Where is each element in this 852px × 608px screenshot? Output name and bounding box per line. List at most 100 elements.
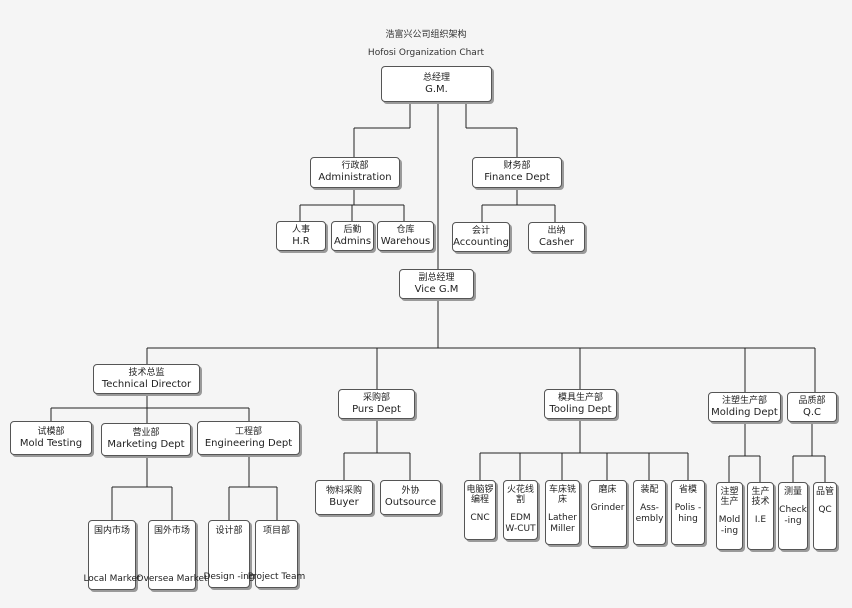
node-finance-chinese-label: 财务部: [503, 161, 531, 171]
node-marketing-chinese-label: 营业部: [132, 428, 160, 438]
node-buyer-english-label: Buyer: [329, 497, 359, 508]
node-oversea-chinese-label: 国外市场: [153, 526, 190, 536]
node-buyer-chinese-label: 物料采购: [325, 486, 362, 496]
node-qc: 品管 QC: [813, 482, 837, 550]
node-edm: 火花线割 EDM W-CUT: [503, 480, 538, 540]
node-project-english-label: Project Team: [247, 572, 306, 582]
node-moldinjob-english-label: Mold -ing: [718, 515, 741, 536]
node-purs-chinese-label: 采购部: [362, 392, 390, 403]
node-hr-chinese-label: 人事: [291, 224, 310, 235]
node-ie: 生产技术 I.E: [747, 482, 774, 550]
node-admin-chinese-label: 行政部: [341, 161, 369, 171]
node-casher-english-label: Casher: [539, 236, 574, 248]
node-checking-english-label: Check -ing: [779, 505, 807, 526]
node-hr-english-label: H.R: [292, 235, 310, 247]
node-local: 国内市场 Local Market: [83, 520, 141, 590]
node-accounting-english-label: Accounting: [453, 236, 509, 248]
node-moldinjob-chinese-label: 注塑生产: [720, 487, 739, 507]
node-assembly-english-label: Ass- embly: [635, 503, 664, 524]
node-qc-dept-english-label: Q.C: [802, 406, 822, 418]
node-cnc: 电脑锣编程 CNC: [464, 480, 496, 540]
node-qc-dept-chinese-label: 品质部: [798, 395, 826, 406]
node-gm-chinese-label: 总经理: [422, 72, 450, 83]
node-moldtest-english-label: Mold Testing: [19, 437, 83, 449]
node-grinder: 磨床 Grinder: [588, 480, 627, 547]
node-lather-english-label: Lather Miller: [548, 513, 577, 534]
node-checking: 测量 Check -ing: [778, 482, 808, 550]
node-tech-chinese-label: 技术总监: [128, 367, 165, 378]
node-edm-chinese-label: 火花线割: [506, 485, 534, 505]
node-lather: 车床铣床 Lather Miller: [545, 480, 580, 545]
node-moldtest-chinese-label: 试模部: [37, 426, 65, 437]
node-ie-chinese-label: 生产技术: [751, 487, 770, 507]
node-purs-english-label: Purs Dept: [352, 403, 401, 415]
node-grinder-chinese-label: 磨床: [598, 485, 617, 495]
node-outsource-english-label: Outsource: [384, 497, 437, 508]
node-molding-chinese-label: 注塑生产部: [721, 395, 767, 406]
node-design-english-label: Design -ing: [203, 572, 255, 582]
node-polishing: 省模 Polis -hing: [671, 480, 705, 545]
node-cnc-english-label: CNC: [470, 513, 490, 523]
node-vgm-english-label: Vice G.M: [414, 283, 459, 295]
node-qc-chinese-label: 品管: [815, 487, 834, 497]
node-outsource-chinese-label: 外协: [401, 486, 420, 496]
node-qc-english-label: QC: [818, 505, 832, 515]
node-marketing-english-label: Marketing Dept: [107, 439, 185, 450]
node-polishing-chinese-label: 省模: [678, 485, 697, 495]
node-local-chinese-label: 国内市场: [93, 526, 130, 536]
node-warehouse-english-label: Warehous: [380, 235, 431, 247]
node-design-chinese-label: 设计部: [215, 526, 243, 536]
node-assembly-chinese-label: 装配: [640, 485, 659, 495]
node-assembly: 装配 Ass- embly: [633, 480, 666, 545]
node-gm-english-label: G.M.: [425, 83, 448, 95]
node-polishing-english-label: Polis -hing: [674, 503, 702, 524]
node-checking-chinese-label: 测量: [783, 487, 802, 497]
node-tech-english-label: Technical Director: [101, 378, 192, 390]
node-admins-english-label: Admins: [333, 235, 372, 247]
node-edm-english-label: EDM W-CUT: [505, 513, 536, 534]
node-tooling-chinese-label: 模具生产部: [557, 392, 603, 403]
node-vgm-chinese-label: 副总经理: [418, 272, 455, 283]
node-project: 项目部 Project Team: [248, 520, 305, 588]
node-accounting-chinese-label: 会计: [471, 225, 490, 236]
node-finance-english-label: Finance Dept: [484, 172, 550, 183]
node-local-english-label: Local Market: [83, 574, 141, 584]
node-engineering-english-label: Engineering Dept: [204, 437, 293, 449]
node-admin-english-label: Administration: [318, 172, 392, 183]
node-cnc-chinese-label: 电脑锣编程: [466, 485, 494, 505]
node-oversea: 国外市场 Oversea Market: [136, 520, 208, 590]
node-casher-chinese-label: 出纳: [547, 225, 566, 236]
node-molding-english-label: Molding Dept: [711, 406, 778, 418]
node-oversea-english-label: Oversea Market: [136, 574, 208, 584]
node-ie-english-label: I.E: [754, 515, 767, 525]
node-project-chinese-label: 项目部: [262, 526, 290, 536]
node-admins-chinese-label: 后勤: [343, 224, 362, 235]
node-engineering-chinese-label: 工程部: [234, 426, 262, 437]
node-tooling-english-label: Tooling Dept: [549, 403, 612, 415]
node-grinder-english-label: Grinder: [590, 503, 625, 513]
node-design: 设计部 Design -ing: [203, 520, 255, 588]
node-lather-chinese-label: 车床铣床: [548, 485, 576, 505]
node-moldinjob: 注塑生产 Mold -ing: [716, 482, 743, 550]
chart-title-chinese: 浩富兴公司组织架构: [385, 30, 467, 40]
